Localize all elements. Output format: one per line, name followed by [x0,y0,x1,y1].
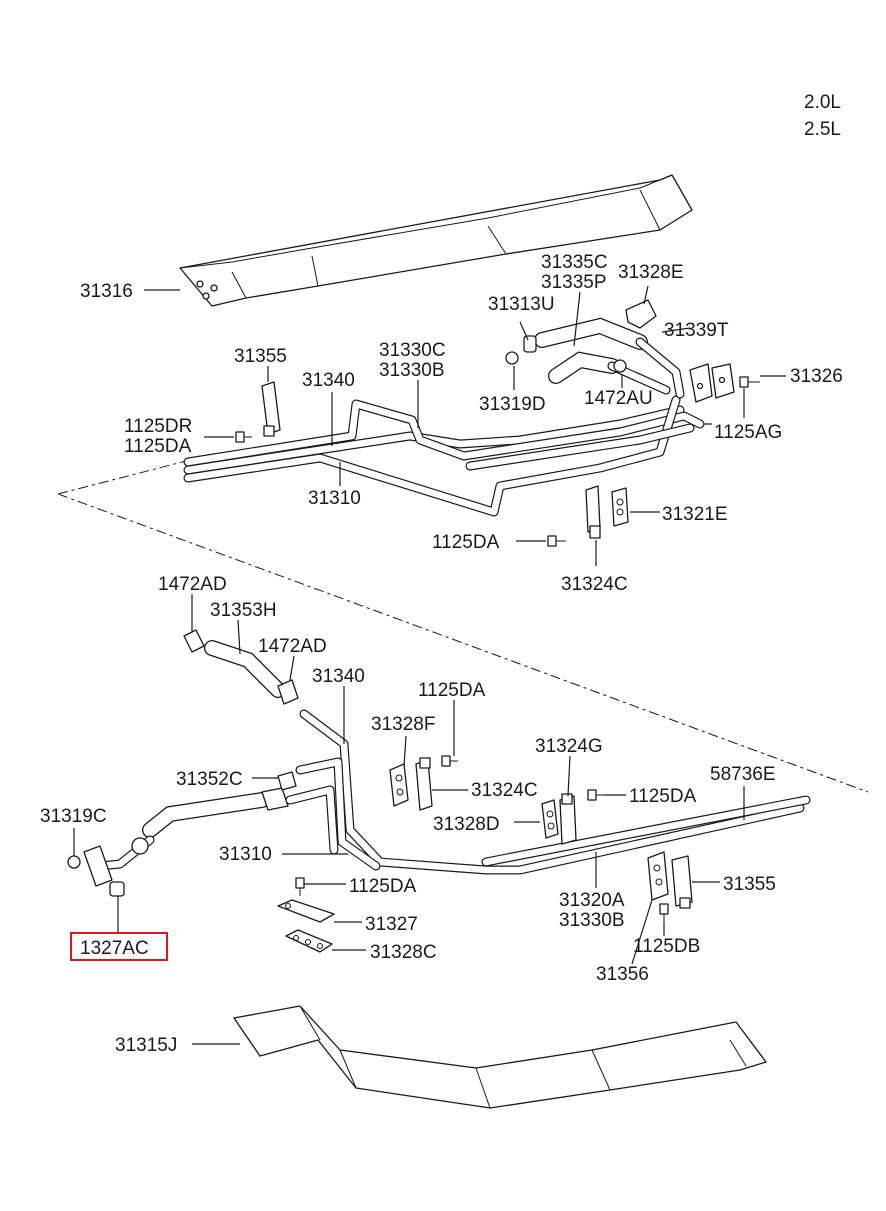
bolt-1125DA-mid-icon [547,535,566,547]
bolt-1125DR-icon [235,431,252,443]
engine-variant-label: 2.5L [804,119,841,140]
clip-31324C-bot [415,757,433,811]
part-label-1125DA: 1125DA [124,436,192,457]
part-label-31324G: 31324G [535,736,603,757]
part-label-1125DA: 1125DA [418,680,486,701]
part-label-31315J: 31315J [115,1035,177,1056]
part-label-31353H: 31353H [210,600,277,621]
clip-31321E [611,487,629,527]
engine-variant-label: 2.0L [804,92,841,113]
part-label-31327: 31327 [365,914,418,935]
part-label-31324C: 31324C [561,574,628,595]
part-label-31319C: 31319C [40,806,107,827]
part-label-31328C: 31328C [370,942,437,963]
clip-31356 [647,851,669,901]
fuel-tank-protector-bottom [233,1005,767,1109]
part-label-31340: 31340 [302,370,355,391]
clip-31355-top [261,381,281,437]
part-label-31335C: 31335C [541,252,608,273]
bolt-1125DA-b3-icon [295,877,305,896]
upper-fuel-lines [183,395,705,517]
part-label-1327AC[interactable]: 1327AC [80,938,149,959]
fuel-tank-protector-top [179,174,693,307]
part-label-1125DA: 1125DA [629,786,697,807]
part-label-31356: 31356 [596,964,649,985]
assembly-outline [57,459,869,793]
clip-31328F [389,763,409,807]
part-label-31352C: 31352C [176,769,243,790]
part-label-31328D: 31328D [433,814,500,835]
part-label-1125DA: 1125DA [349,876,417,897]
part-label-1125AG: 1125AG [714,422,782,443]
part-label-31328E: 31328E [618,262,684,283]
bolt-1125DA-b2-icon [587,789,604,801]
clip-31328C [285,929,333,953]
clip-31324G [559,793,577,845]
part-label-58736E: 58736E [710,764,776,785]
clip-31327 [277,899,335,923]
part-label-31326: 31326 [790,366,843,387]
clip-31355-bot [671,855,693,909]
part-label-1472AD: 1472AD [158,574,227,595]
part-label-31321E: 31321E [662,504,728,525]
lower-hoses [67,629,299,897]
part-label-1472AD: 1472AD [258,636,327,657]
part-label-31328F: 31328F [371,714,435,735]
part-label-31335P: 31335P [541,272,607,293]
part-label-31340: 31340 [312,666,365,687]
bolt-1125DB-icon [659,903,669,922]
part-label-1125DR: 1125DR [124,416,192,437]
part-label-31319D: 31319D [479,394,546,415]
part-label-31310: 31310 [219,844,272,865]
bolt-1125AG-icon [739,376,760,388]
part-label-31324C: 31324C [471,780,538,801]
clip-31324C-top [585,485,601,539]
clip-31328D [541,799,559,839]
part-label-31355: 31355 [723,874,776,895]
highlight-box[interactable] [70,932,168,961]
part-label-31310: 31310 [308,488,361,509]
part-label-31316: 31316 [80,281,133,302]
part-label-1125DA: 1125DA [432,532,500,553]
part-label-31339T: 31339T [664,320,729,341]
part-label-31313U: 31313U [488,294,555,315]
part-label-31355: 31355 [234,346,287,367]
part-label-1472AU: 1472AU [584,388,653,409]
part-label-31320A: 31320A [559,890,625,911]
bracket-31339T [689,363,735,403]
part-label-31330C: 31330C [379,340,446,361]
part-label-1125DB: 1125DB [633,936,700,957]
part-label-31330B: 31330B [379,360,445,381]
upper-hoses [505,299,685,399]
bolt-1125DA-b1-icon [441,755,458,767]
part-label-31330B: 31330B [559,910,625,931]
